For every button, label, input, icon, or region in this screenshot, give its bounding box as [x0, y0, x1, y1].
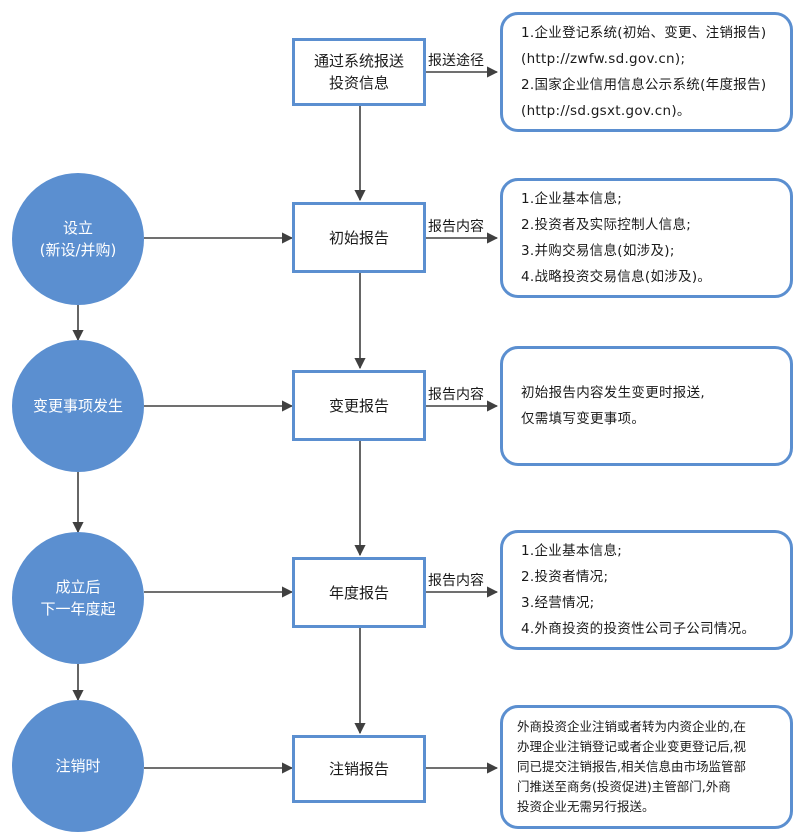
- note-deregister-line: 门推送至商务(投资促进)主管部门,外商: [517, 779, 731, 794]
- stage-deregister: 注销时: [12, 700, 144, 832]
- report-deregister-label: 注销报告: [328, 760, 389, 778]
- note-initial-line: 1.企业基本信息;: [521, 191, 623, 207]
- edge-label-initial-content: 报告内容: [428, 219, 484, 235]
- note-channels-line: (http://zwfw.sd.gov.cn);: [521, 51, 686, 67]
- note-annual: 1.企业基本信息; 2.投资者情况; 3.经营情况; 4.外商投资的投资性公司子…: [500, 530, 793, 650]
- stage-annual-subtitle: 下一年度起: [40, 600, 116, 618]
- note-channels-line: (http://sd.gsxt.gov.cn)。: [521, 103, 691, 119]
- report-annual-box: 年度报告: [292, 557, 426, 628]
- note-initial-line: 3.并购交易信息(如涉及);: [521, 243, 675, 259]
- note-deregister: 外商投资企业注销或者转为内资企业的,在 办理企业注销登记或者企业变更登记后,视 …: [500, 705, 793, 829]
- note-deregister-line: 同已提交注销报告,相关信息由市场监管部: [517, 759, 746, 774]
- note-annual-line: 4.外商投资的投资性公司子公司情况。: [521, 621, 756, 637]
- report-submit-line1: 通过系统报送: [313, 52, 404, 70]
- note-deregister-line: 投资企业无需另行报送。: [517, 799, 655, 814]
- report-submit-line2: 投资信息: [328, 74, 389, 92]
- report-initial-label: 初始报告: [328, 228, 389, 247]
- note-initial: 1.企业基本信息; 2.投资者及实际控制人信息; 3.并购交易信息(如涉及); …: [500, 178, 793, 298]
- note-channels-line: 1.企业登记系统(初始、变更、注销报告): [521, 25, 767, 41]
- edge-label-annual-content: 报告内容: [428, 573, 484, 589]
- note-channels-line: 2.国家企业信用信息公示系统(年度报告): [521, 77, 767, 93]
- stage-deregister-title: 注销时: [55, 757, 101, 775]
- report-deregister-box: 注销报告: [292, 735, 426, 803]
- note-initial-line: 2.投资者及实际控制人信息;: [521, 217, 692, 233]
- report-change-box: 变更报告: [292, 370, 426, 441]
- note-change-line: 仅需填写变更事项。: [521, 411, 646, 427]
- edge-label-channels: 报送途径: [428, 53, 484, 69]
- report-submit-box: 通过系统报送 投资信息: [292, 38, 426, 106]
- report-initial-box: 初始报告: [292, 202, 426, 273]
- note-deregister-line: 外商投资企业注销或者转为内资企业的,在: [517, 719, 746, 734]
- report-annual-label: 年度报告: [328, 583, 389, 602]
- report-change-label: 变更报告: [328, 396, 389, 415]
- note-annual-line: 2.投资者情况;: [521, 569, 609, 585]
- note-change: 初始报告内容发生变更时报送, 仅需填写变更事项。: [500, 346, 793, 466]
- note-initial-line: 4.战略投资交易信息(如涉及)。: [521, 269, 712, 285]
- stage-establish: 设立 (新设/并购): [12, 173, 144, 305]
- note-annual-line: 3.经营情况;: [521, 595, 595, 611]
- note-change-line: 初始报告内容发生变更时报送,: [521, 385, 705, 401]
- stage-establish-title: 设立: [62, 219, 93, 237]
- note-channels: 1.企业登记系统(初始、变更、注销报告) (http://zwfw.sd.gov…: [500, 12, 793, 132]
- edge-label-change-content: 报告内容: [428, 387, 484, 403]
- stage-establish-subtitle: (新设/并购): [39, 241, 117, 259]
- stage-annual-title: 成立后: [55, 578, 101, 596]
- note-annual-line: 1.企业基本信息;: [521, 543, 623, 559]
- stage-change-title: 变更事项发生: [32, 397, 123, 415]
- note-deregister-line: 办理企业注销登记或者企业变更登记后,视: [517, 739, 746, 754]
- stage-annual: 成立后 下一年度起: [12, 532, 144, 664]
- stage-change: 变更事项发生: [12, 340, 144, 472]
